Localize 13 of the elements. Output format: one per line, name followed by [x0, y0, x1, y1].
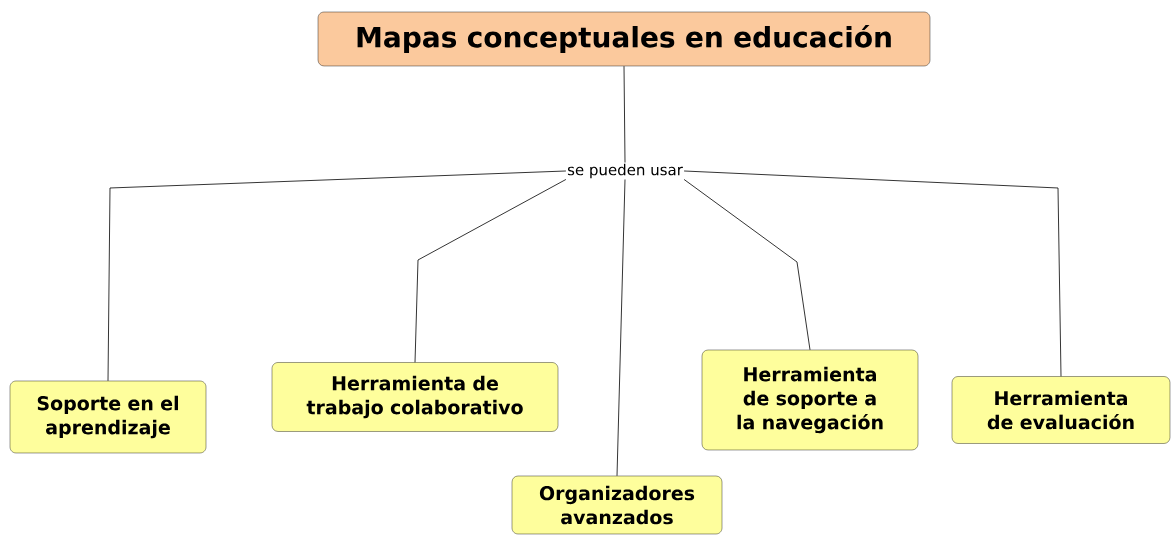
connector-line	[616, 179, 626, 477]
connector-line	[414, 179, 567, 363]
title-box: Mapas conceptuales en educación	[317, 11, 931, 67]
connector-line	[623, 65, 626, 163]
connector-line	[107, 170, 567, 382]
concept-box: Herramienta de soporte a la navegación	[701, 349, 919, 451]
concept-box: Herramienta de evaluación	[951, 376, 1171, 444]
connector-line	[683, 170, 1062, 377]
concept-box: Herramienta de trabajo colaborativo	[271, 362, 559, 432]
concept-box: Organizadores avanzados	[511, 475, 723, 535]
linking-phrase: se pueden usar	[566, 162, 684, 180]
connector-line	[683, 179, 811, 351]
concept-box: Soporte en el aprendizaje	[9, 380, 207, 454]
